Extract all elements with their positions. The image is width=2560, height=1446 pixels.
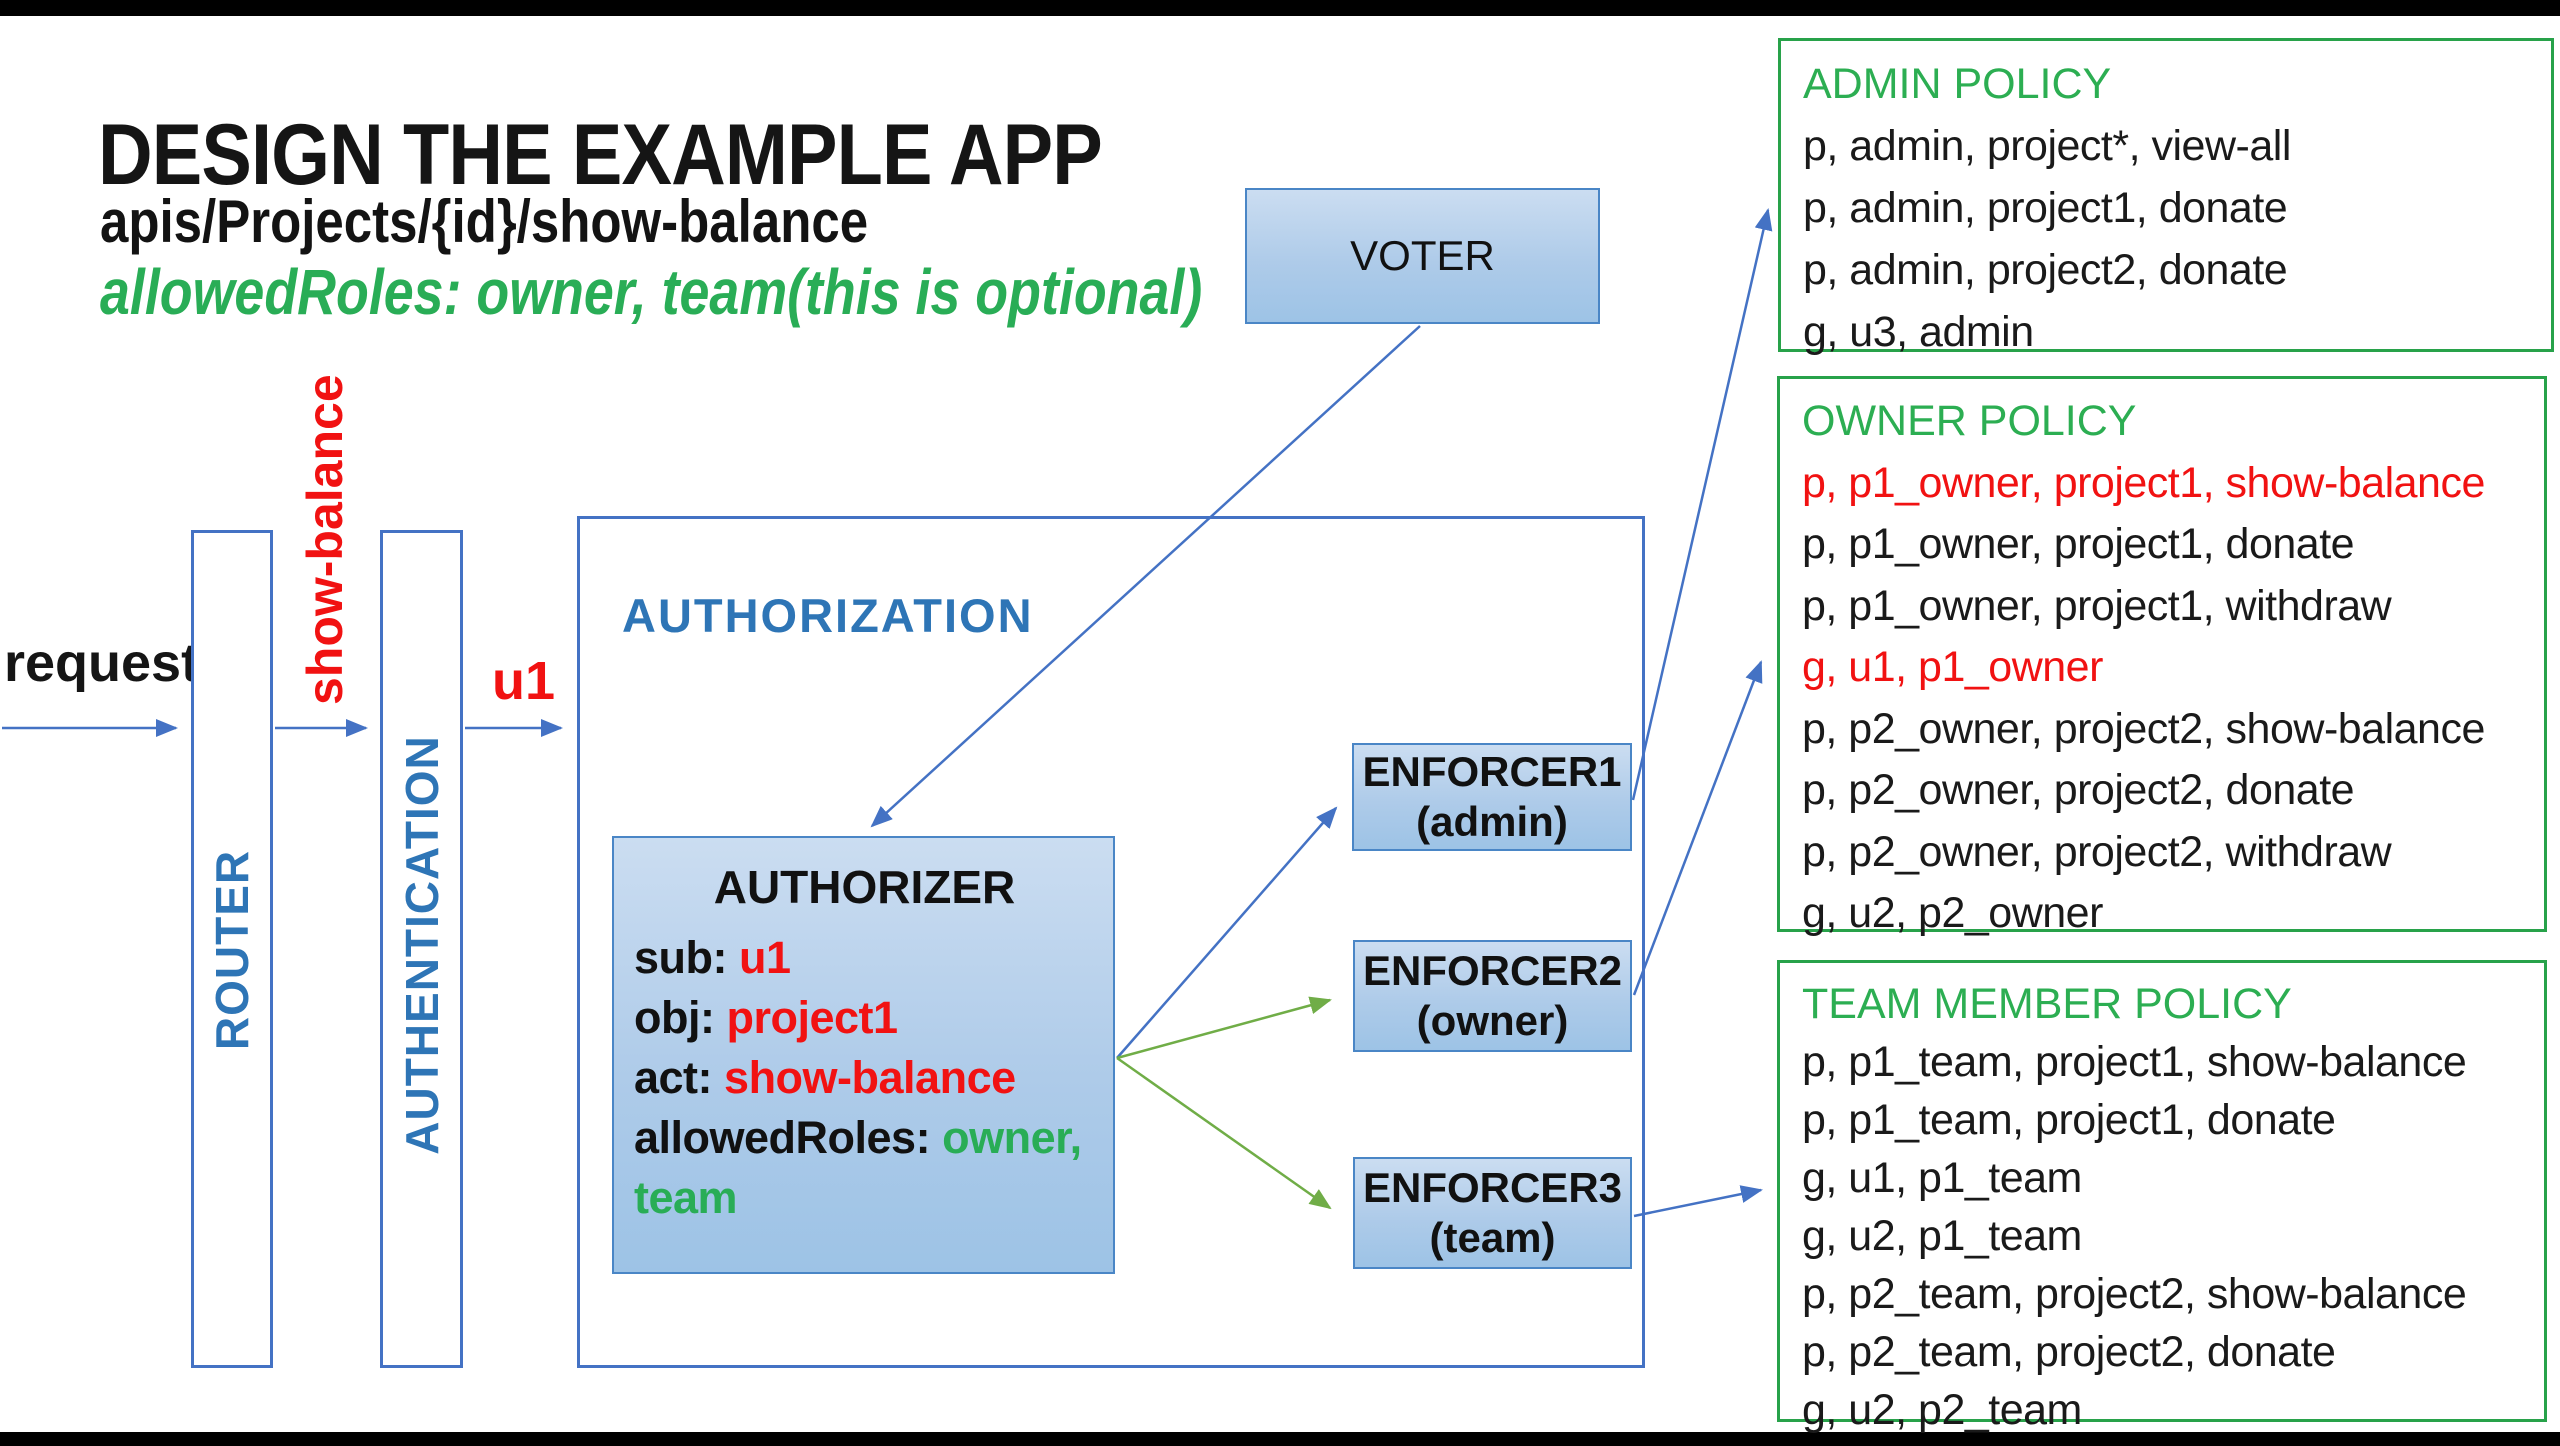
policy-row: p, p2_owner, project2, withdraw [1802,827,2392,876]
allowed-roles-note: allowedRoles: owner, team(this is option… [100,256,1203,328]
authorization-label: AUTHORIZATION [622,589,1034,642]
field-value: owner, team [634,1112,1082,1223]
team-policy-box: TEAM MEMBER POLICY p, p1_team, project1,… [1777,960,2547,1434]
admin-policy-box: ADMIN POLICY p, admin, project*, view-al… [1778,38,2554,356]
policy-row: p, p1_owner, project1, show-balance [1802,458,2485,507]
team-policy-rows: p, p1_team, project1, show-balance p, p1_… [1802,1033,2544,1439]
owner-policy-rows: p, p1_owner, project1, show-balance p, p1… [1802,453,2544,945]
enforcer3-name: ENFORCER3 [1362,1164,1623,1211]
authorizer-field-sub: sub: u1 [634,928,1095,988]
policy-row: p, p1_team, project1, show-balance [1802,1038,2467,1086]
page-title: DESIGN THE EXAMPLE APP [98,107,1103,203]
field-value: project1 [726,992,898,1043]
enforcer2-role: (owner) [1416,997,1569,1044]
admin-policy-title: ADMIN POLICY [1803,60,2112,108]
policy-row: g, u1, p1_owner [1802,643,2103,691]
owner-policy-box: OWNER POLICY p, p1_owner, project1, show… [1777,376,2547,937]
enforcer2-name: ENFORCER2 [1362,947,1623,994]
field-key: act: [634,1052,713,1103]
api-route-subtitle: apis/Projects/{id}/show-balance [100,188,869,255]
authorizer-field-allowedroles: allowedRoles: owner, team [634,1108,1095,1228]
policy-row: p, p2_owner, project2, donate [1802,766,2355,814]
admin-policy-rows: p, admin, project*, view-all p, admin, pr… [1803,115,2551,363]
enforcer1-box: ENFORCER1 (admin) [1352,743,1632,851]
policy-row: g, u2, p1_team [1802,1212,2082,1260]
team-policy-title: TEAM MEMBER POLICY [1802,980,2292,1028]
policy-row: g, u2, p2_team [1802,1386,2082,1434]
policy-row: p, admin, project2, donate [1803,246,2288,294]
enforcer2-box: ENFORCER2 (owner) [1353,940,1632,1052]
policy-row: p, p2_team, project2, show-balance [1802,1270,2467,1318]
policy-row: p, p1_owner, project1, withdraw [1802,581,2392,630]
enforcer1-name: ENFORCER1 [1362,748,1622,795]
policy-row: g, u2, p2_owner [1802,889,2103,937]
policy-row: p, admin, project1, donate [1803,184,2288,232]
field-key: allowedRoles: [634,1112,931,1163]
field-key: obj: [634,992,715,1043]
voter-label: VOTER [1350,232,1495,279]
authorizer-field-act: act: show-balance [634,1048,1095,1108]
field-value: show-balance [724,1052,1016,1103]
enforcer1-role: (admin) [1416,798,1568,845]
arrow-enforcer1-to-admin-policy [1631,208,1773,801]
authentication-label: AUTHENTICATION [396,735,448,1155]
policy-row: p, p2_owner, project2, show-balance [1802,704,2485,753]
authorizer-field-obj: obj: project1 [634,988,1095,1048]
field-value: u1 [739,932,791,983]
policy-row: g, u1, p1_team [1802,1154,2082,1202]
field-key: sub: [634,932,728,983]
u1-label: u1 [492,651,556,711]
policy-row: p, admin, project*, view-all [1803,122,2291,170]
policy-row: p, p2_team, project2, donate [1802,1328,2336,1376]
show-balance-vertical-label: show-balance [297,374,353,705]
authorizer-box: AUTHORIZER sub: u1 obj: project1 act: sh… [612,836,1115,1274]
enforcer3-role: (team) [1429,1214,1556,1261]
authentication-box [380,530,463,1368]
top-black-bar [0,0,2560,16]
arrow-enforcer3-to-team-policy [1633,1185,1763,1218]
router-label: ROUTER [206,849,258,1051]
policy-row: p, p1_team, project1, donate [1802,1096,2336,1144]
authorizer-title: AUTHORIZER [713,861,1016,913]
arrow-enforcer2-to-owner-policy [1632,660,1763,996]
policy-row: g, u3, admin [1803,308,2034,356]
owner-policy-title: OWNER POLICY [1802,397,2137,445]
policy-row: p, p1_owner, project1, donate [1802,520,2355,568]
voter-box: VOTER [1245,188,1600,324]
router-box [191,530,273,1368]
enforcer3-box: ENFORCER3 (team) [1353,1157,1632,1269]
bottom-black-bar [0,1432,2560,1446]
